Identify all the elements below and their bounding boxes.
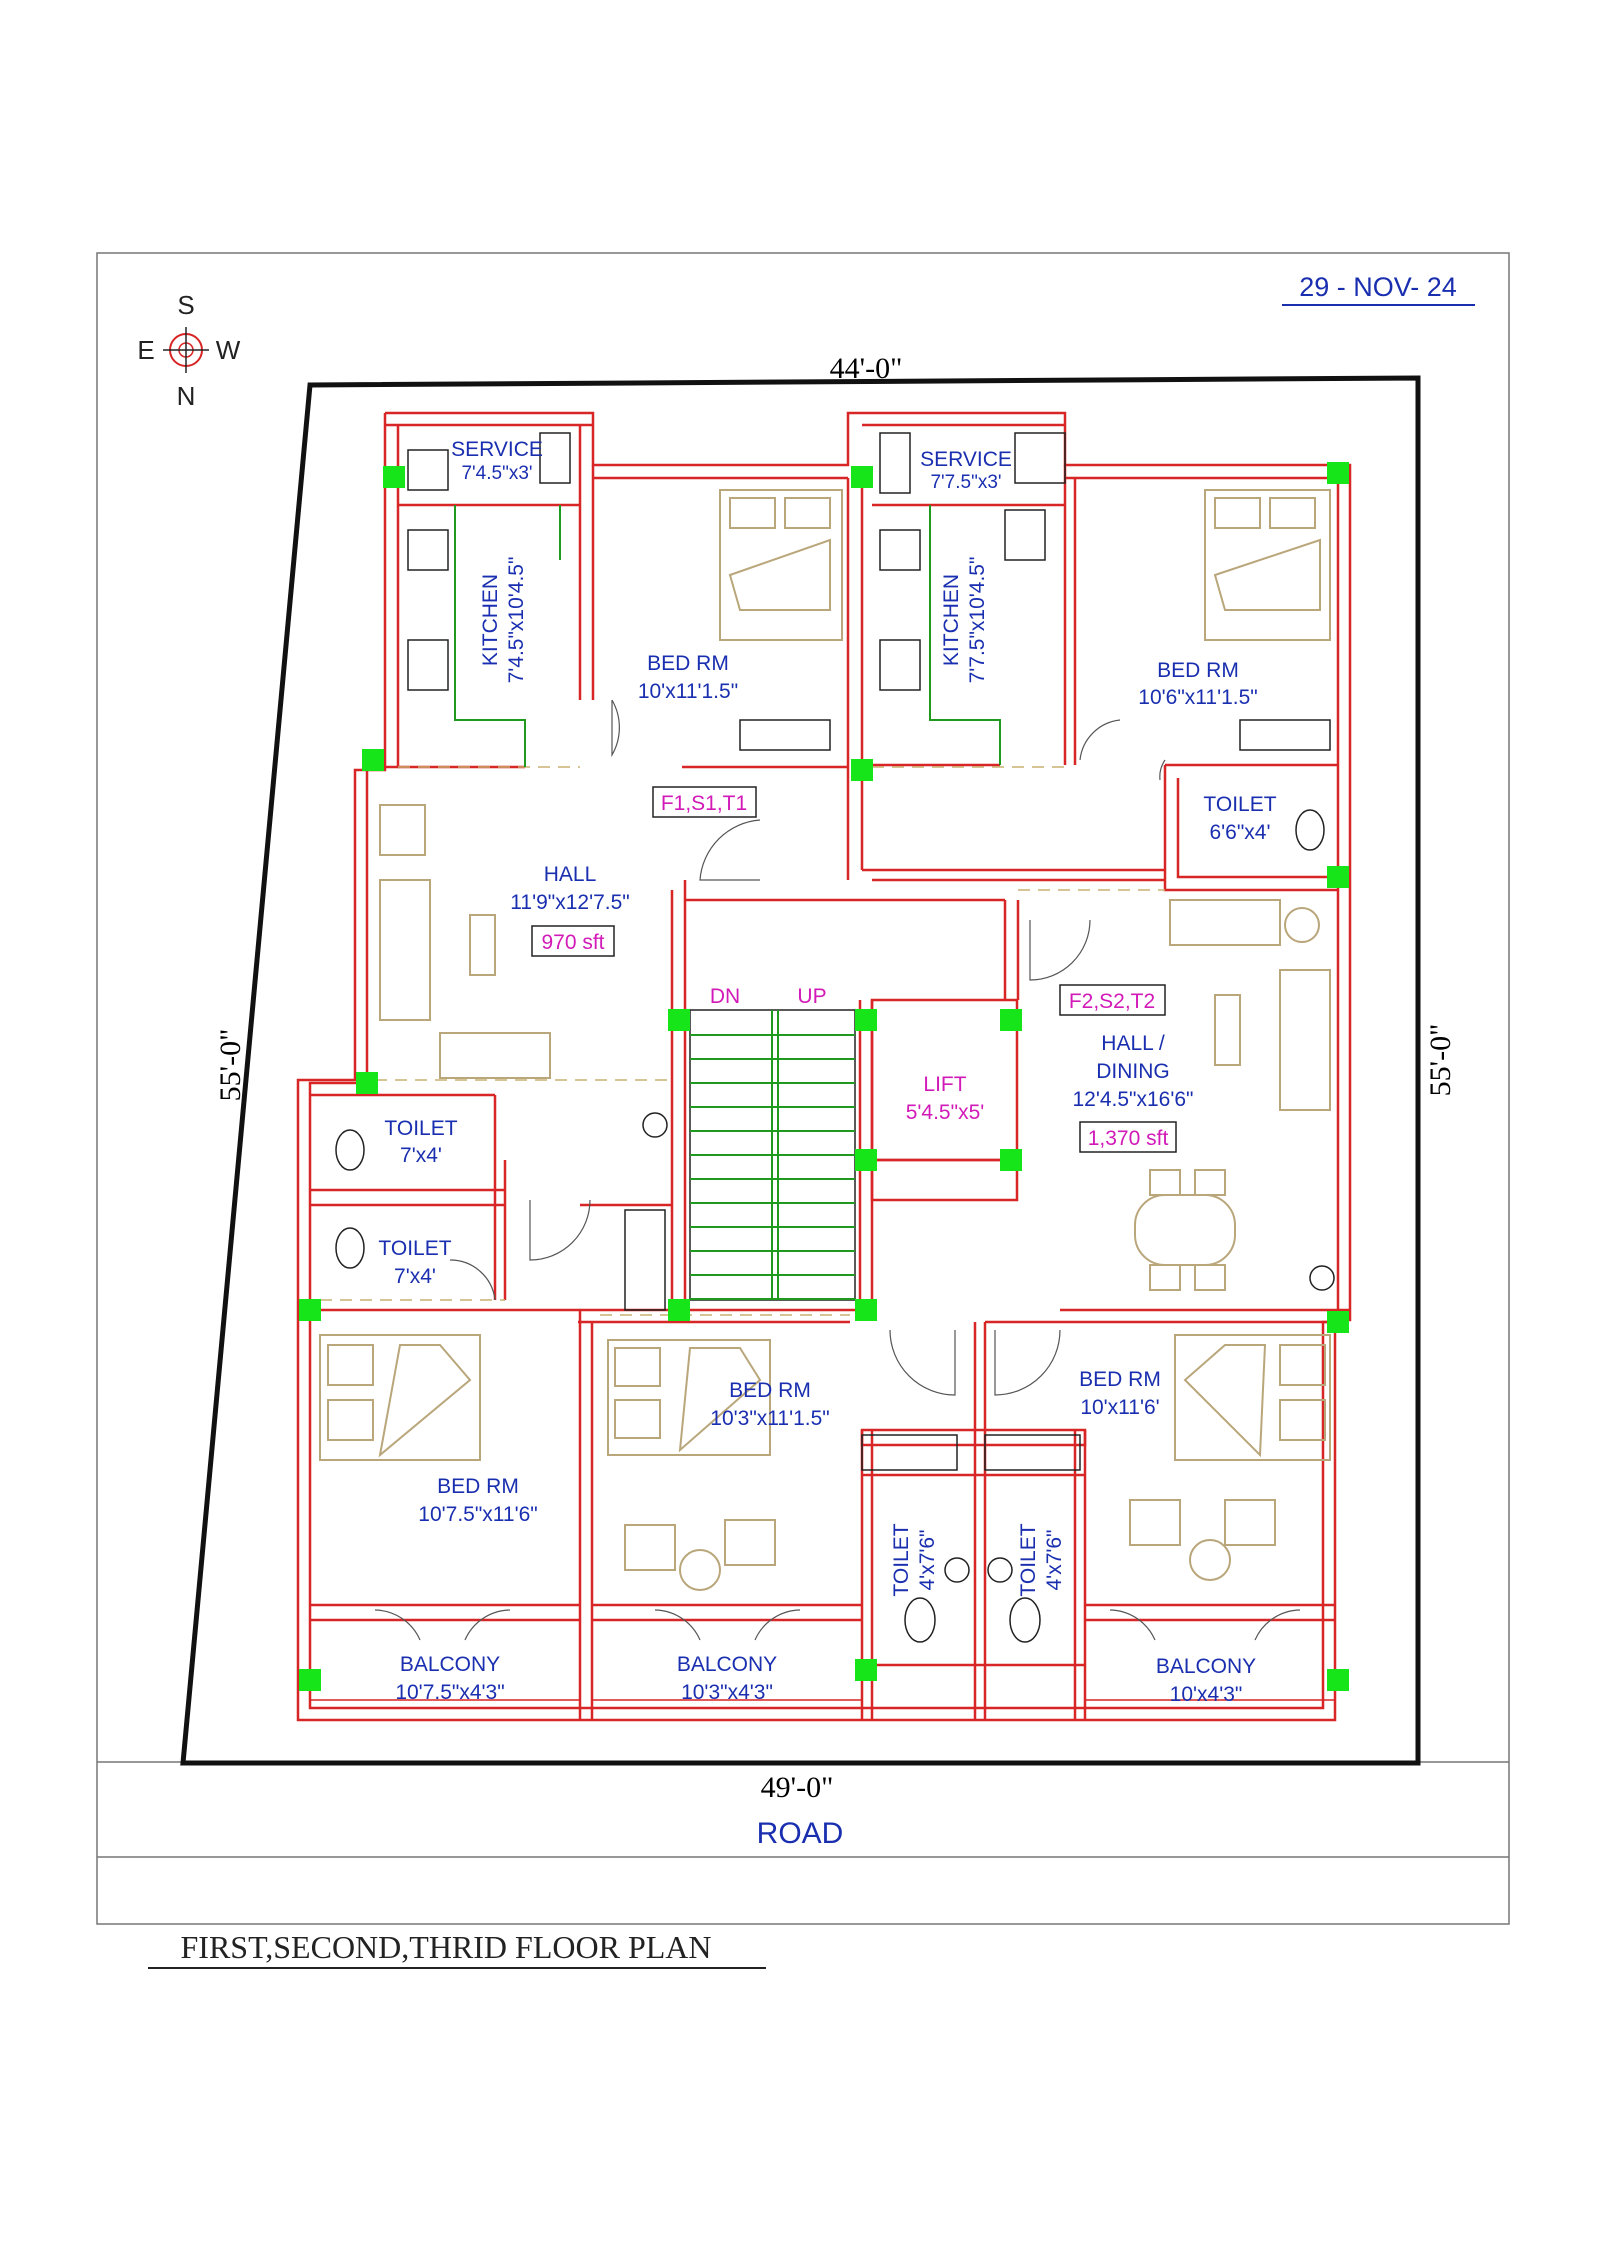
compass-east: E <box>137 335 154 365</box>
column <box>851 759 873 781</box>
column <box>362 749 384 771</box>
bed-bottom-mid-name: BED RM <box>729 1379 811 1402</box>
toilet-bottom-2-size: 4'x7'6" <box>1043 1529 1066 1590</box>
column <box>855 1659 877 1681</box>
column <box>855 1149 877 1171</box>
balcony-left-size: 10'7.5"x4'3" <box>395 1681 504 1704</box>
hall-left-name: HALL <box>544 863 597 886</box>
dimension-bottom: 49'-0" <box>761 1771 834 1804</box>
stairs-up-label: UP <box>797 985 826 1008</box>
column <box>1327 462 1349 484</box>
lift-size: 5'4.5"x5' <box>906 1101 985 1124</box>
doors <box>374 699 1301 1641</box>
toilet-left-2-size: 7'x4' <box>394 1265 436 1288</box>
column <box>356 1072 378 1094</box>
flat-right-tag: F2,S2,T2 <box>1069 990 1155 1013</box>
dimension-right: 55'-0" <box>1424 1024 1457 1097</box>
kitchen-left-size: 7'4.5"x10'4.5" <box>505 557 528 684</box>
flat-left-area: 970 sft <box>541 931 604 954</box>
date-label: 29 - NOV- 24 <box>1299 272 1457 302</box>
column <box>299 1669 321 1691</box>
column <box>1327 1669 1349 1691</box>
balcony-right-size: 10'x4'3" <box>1170 1683 1243 1706</box>
plan-title: FIRST,SECOND,THRID FLOOR PLAN <box>180 1929 711 1965</box>
kitchen-right-size: 7'7.5"x10'4.5" <box>966 557 989 684</box>
service-left-name: SERVICE <box>451 438 543 461</box>
flat-left-tag: F1,S1,T1 <box>661 792 747 815</box>
bed-bottom-mid-size: 10'3"x11'1.5" <box>710 1407 829 1430</box>
balcony-mid-size: 10'3"x4'3" <box>681 1681 773 1704</box>
column <box>851 466 873 488</box>
dimension-top: 44'-0" <box>830 352 903 385</box>
bed-top-right-size: 10'6"x11'1.5" <box>1138 686 1257 709</box>
service-right-name: SERVICE <box>920 448 1012 471</box>
hall-right-name2: DINING <box>1096 1060 1170 1083</box>
toilet-top-right-name: TOILET <box>1203 793 1276 816</box>
column <box>1000 1149 1022 1171</box>
flat-left-tag-box <box>652 786 757 818</box>
bed-top-right-name: BED RM <box>1157 659 1239 682</box>
compass-west: W <box>216 335 241 365</box>
toilet-bottom-1-name: TOILET <box>890 1523 913 1596</box>
kitchen-right-name: KITCHEN <box>940 574 963 666</box>
plot-boundary <box>180 375 1421 1766</box>
bed-bottom-left-name: BED RM <box>437 1475 519 1498</box>
toilet-left-1-name: TOILET <box>384 1117 457 1140</box>
balcony-mid-name: BALCONY <box>677 1653 777 1676</box>
column <box>1327 1311 1349 1333</box>
toilet-left-1-size: 7'x4' <box>400 1144 442 1167</box>
column <box>668 1009 690 1031</box>
kitchen-left-name: KITCHEN <box>479 574 502 666</box>
service-left-size: 7'4.5"x3' <box>461 463 532 484</box>
toilet-bottom-2-name: TOILET <box>1017 1523 1040 1596</box>
furniture <box>319 489 1335 1643</box>
toilet-bottom-1-size: 4'x7'6" <box>916 1529 939 1590</box>
kitchen-counters <box>407 432 1066 767</box>
opening-lines <box>320 766 1165 1316</box>
road-label: ROAD <box>757 1817 844 1850</box>
service-right-size: 7'7.5"x3' <box>930 472 1001 493</box>
stairs-dn-label: DN <box>710 985 740 1008</box>
compass-south: S <box>177 290 194 320</box>
bed-top-left-name: BED RM <box>647 652 729 675</box>
bed-bottom-right-name: BED RM <box>1079 1368 1161 1391</box>
column <box>299 1299 321 1321</box>
sheet-border <box>96 252 1510 1925</box>
flat-right-tag-box <box>1059 984 1166 1016</box>
compass-icon <box>163 327 209 373</box>
compass-north: N <box>177 381 196 411</box>
lift-name: LIFT <box>923 1073 966 1096</box>
staircase <box>624 719 1331 1471</box>
bed-bottom-left-size: 10'7.5"x11'6" <box>418 1503 537 1526</box>
flat-right-area: 1,370 sft <box>1088 1127 1169 1150</box>
balcony-right-name: BALCONY <box>1156 1655 1256 1678</box>
column <box>855 1299 877 1321</box>
flat-right-area-box <box>1079 1121 1177 1153</box>
toilet-left-2-name: TOILET <box>378 1237 451 1260</box>
toilet-top-right-size: 6'6"x4' <box>1209 821 1270 844</box>
hall-right-name: HALL / <box>1101 1032 1165 1055</box>
structural-columns <box>299 462 1349 1691</box>
flat-left-area-box <box>531 925 615 957</box>
column <box>668 1299 690 1321</box>
hall-right-size: 12'4.5"x16'6" <box>1072 1088 1193 1111</box>
bed-top-left-size: 10'x11'1.5" <box>638 680 738 703</box>
column <box>855 1009 877 1031</box>
balcony-left-name: BALCONY <box>400 1653 500 1676</box>
dimension-left: 55'-0" <box>214 1029 247 1102</box>
column <box>383 466 405 488</box>
bed-bottom-right-size: 10'x11'6' <box>1080 1396 1159 1419</box>
column <box>1327 866 1349 888</box>
hall-left-size: 11'9"x12'7.5" <box>510 891 629 914</box>
column <box>1000 1009 1022 1031</box>
